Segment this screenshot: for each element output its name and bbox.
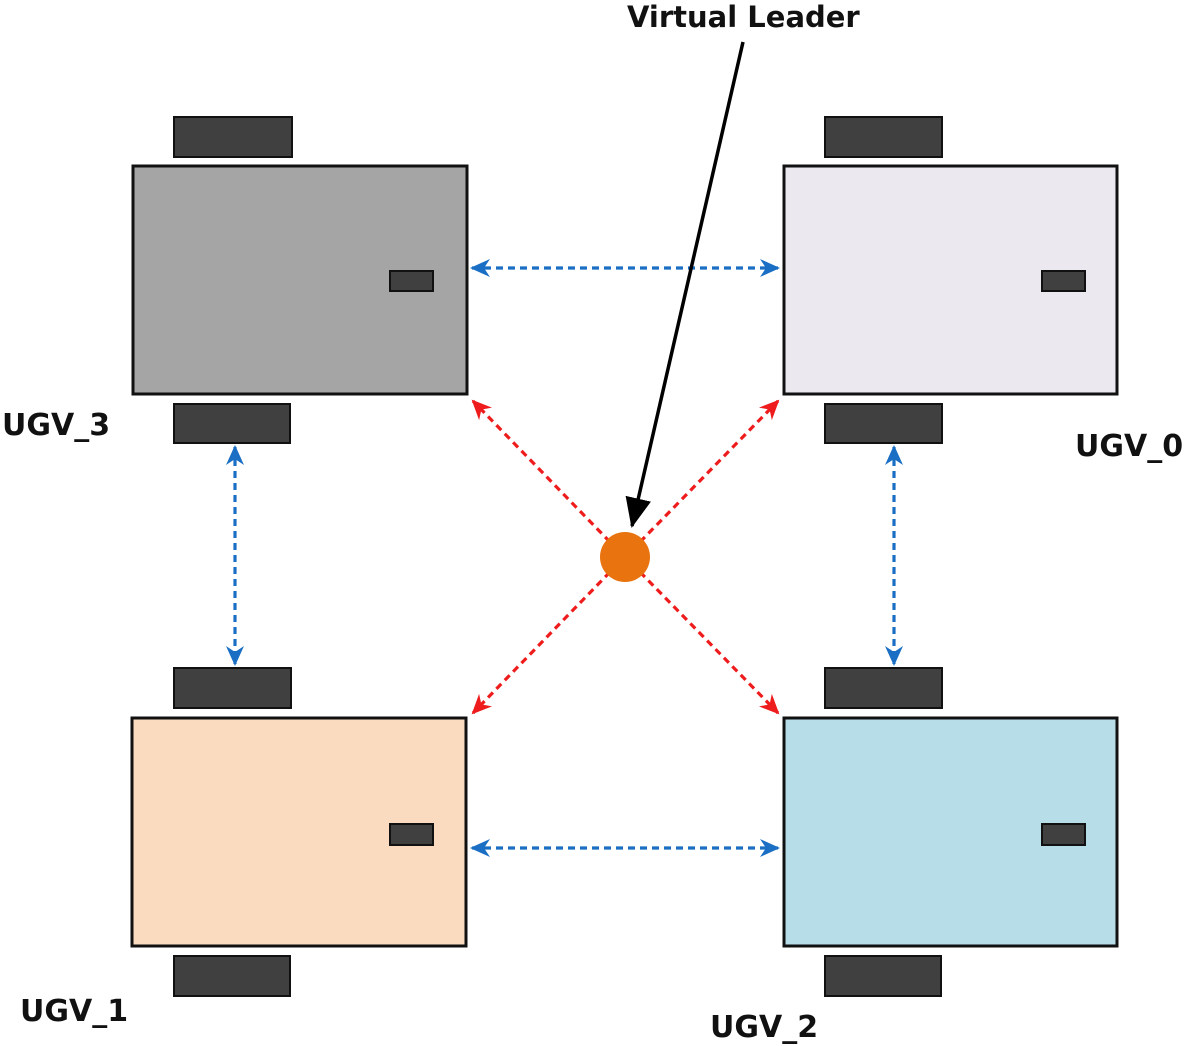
vehicle-label-ugv3: UGV_3 (2, 408, 110, 443)
wheel-icon (824, 955, 942, 997)
virtual-leader-dot (600, 532, 650, 582)
vehicle-ugv2 (782, 667, 1119, 997)
leader-link-ugv3 (471, 399, 612, 544)
wheel-icon (173, 116, 293, 158)
vehicle-ugv0 (782, 116, 1119, 444)
vehicle-ugv1 (130, 667, 468, 997)
wheel-icon (173, 955, 291, 997)
sensor-icon (1041, 823, 1086, 846)
vehicle-ugv3 (131, 116, 469, 444)
vehicle-label-ugv2: UGV_2 (710, 1010, 818, 1045)
wheel-icon (173, 667, 292, 709)
sensor-icon (389, 823, 434, 846)
sensor-icon (1041, 270, 1086, 292)
wheel-icon (824, 667, 943, 709)
virtual-leader-label: Virtual Leader (627, 0, 860, 34)
leader-link-ugv0 (638, 399, 780, 544)
leader-link-ugv1 (471, 570, 612, 715)
vehicle-label-ugv1: UGV_1 (20, 994, 128, 1029)
leader-pointer-arrow (625, 41, 745, 528)
wheel-icon (173, 403, 291, 444)
leader-link-ugv2 (638, 570, 780, 715)
vehicle-label-ugv0: UGV_0 (1075, 429, 1183, 464)
wheel-icon (824, 116, 943, 158)
wheel-icon (824, 403, 943, 444)
sensor-icon (389, 270, 434, 292)
